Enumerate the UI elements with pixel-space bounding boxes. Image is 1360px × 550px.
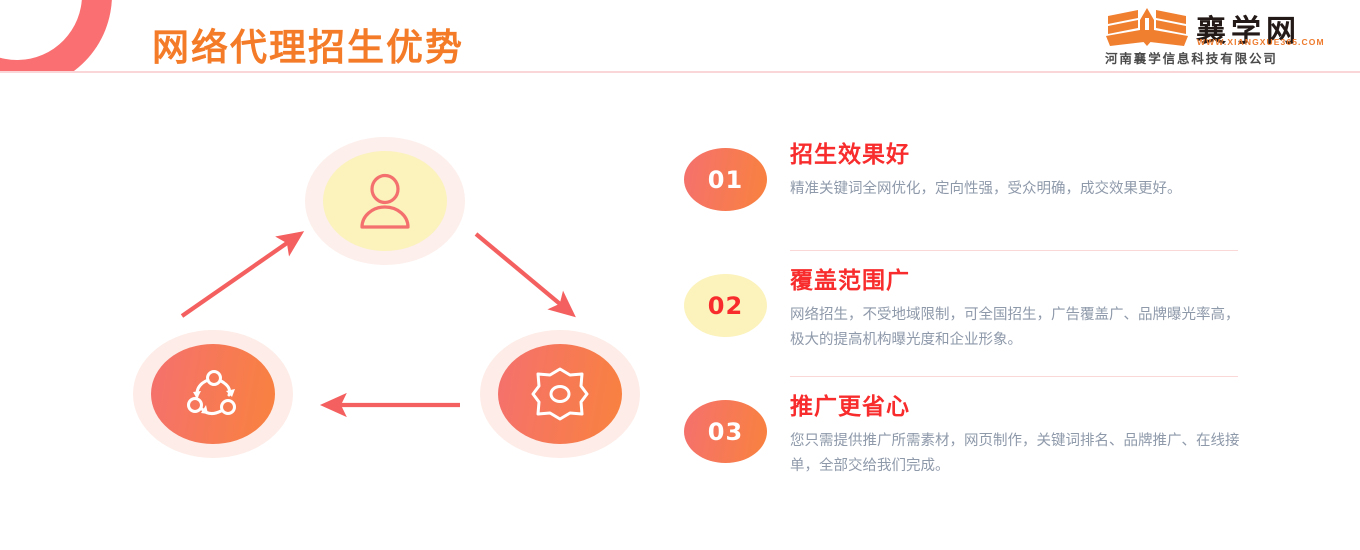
corner-arc-decoration [0, 0, 130, 73]
status-badge: 01 [684, 148, 767, 211]
advantages-list: 01 招生效果好 精准关键词全网优化，定向性强，受众明确，成交效果更好。 02 … [684, 140, 1244, 510]
slide-header: 网络代理招生优势 襄学网 WWW.XIANGXUE365.COM 河南襄学信息科… [0, 0, 1360, 73]
advantage-cycle-diagram [110, 118, 670, 488]
list-item-body: 覆盖范围广 网络招生，不受地域限制，可全国招生，广告覆盖广、品牌曝光率高，极大的… [790, 266, 1242, 353]
list-item[interactable]: 03 推广更省心 您只需提供推广所需素材，网页制作，关键词排名、品牌推广、在线接… [684, 392, 1240, 510]
list-item-title: 招生效果好 [790, 142, 910, 168]
logo-company-text: 河南襄学信息科技有限公司 [1105, 51, 1278, 66]
node-disc [151, 344, 275, 444]
user-icon [360, 173, 410, 229]
list-item[interactable]: 01 招生效果好 精准关键词全网优化，定向性强，受众明确，成交效果更好。 [684, 140, 1240, 258]
list-item-description: 网络招生，不受地域限制，可全国招生，广告覆盖广、品牌曝光率高，极大的提高机构曝光… [790, 307, 1240, 348]
logo-url-text: WWW.XIANGXUE365.COM [1197, 37, 1325, 47]
arrow-share-to-audience [180, 231, 305, 318]
list-item-title: 推广更省心 [790, 394, 910, 420]
list-item[interactable]: 02 覆盖范围广 网络招生，不受地域限制，可全国招生，广告覆盖广、品牌曝光率高，… [684, 266, 1240, 384]
logo-brand-text: 襄学网 [1196, 14, 1301, 49]
list-item-divider [790, 250, 1238, 251]
gear-icon [531, 367, 589, 421]
diagram-node-settings[interactable] [480, 330, 640, 458]
company-logo: 襄学网 WWW.XIANGXUE365.COM 河南襄学信息科技有限公司 [1104, 6, 1344, 66]
diagram-node-share[interactable] [133, 330, 293, 458]
node-disc [323, 151, 447, 251]
list-item-divider [790, 376, 1238, 377]
list-item-description: 精准关键词全网优化，定向性强，受众明确，成交效果更好。 [790, 181, 1182, 197]
open-book-with-pen-icon [1104, 8, 1190, 48]
page-title: 网络代理招生优势 [152, 26, 464, 69]
header-divider [0, 71, 1360, 73]
arrow-audience-to-settings [474, 232, 576, 318]
status-badge: 03 [684, 400, 767, 463]
list-item-body: 推广更省心 您只需提供推广所需素材，网页制作，关键词排名、品牌推广、在线接单，全… [790, 392, 1242, 479]
share-network-icon [187, 370, 236, 416]
node-disc [498, 344, 622, 444]
diagram-arrows [180, 231, 576, 418]
diagram-node-audience[interactable] [305, 137, 465, 265]
list-item-description: 您只需提供推广所需素材，网页制作，关键词排名、品牌推广、在线接单，全部交给我们完… [790, 433, 1240, 474]
list-item-title: 覆盖范围广 [790, 268, 910, 294]
list-item-body: 招生效果好 精准关键词全网优化，定向性强，受众明确，成交效果更好。 [790, 140, 1242, 202]
status-badge: 02 [684, 274, 767, 337]
